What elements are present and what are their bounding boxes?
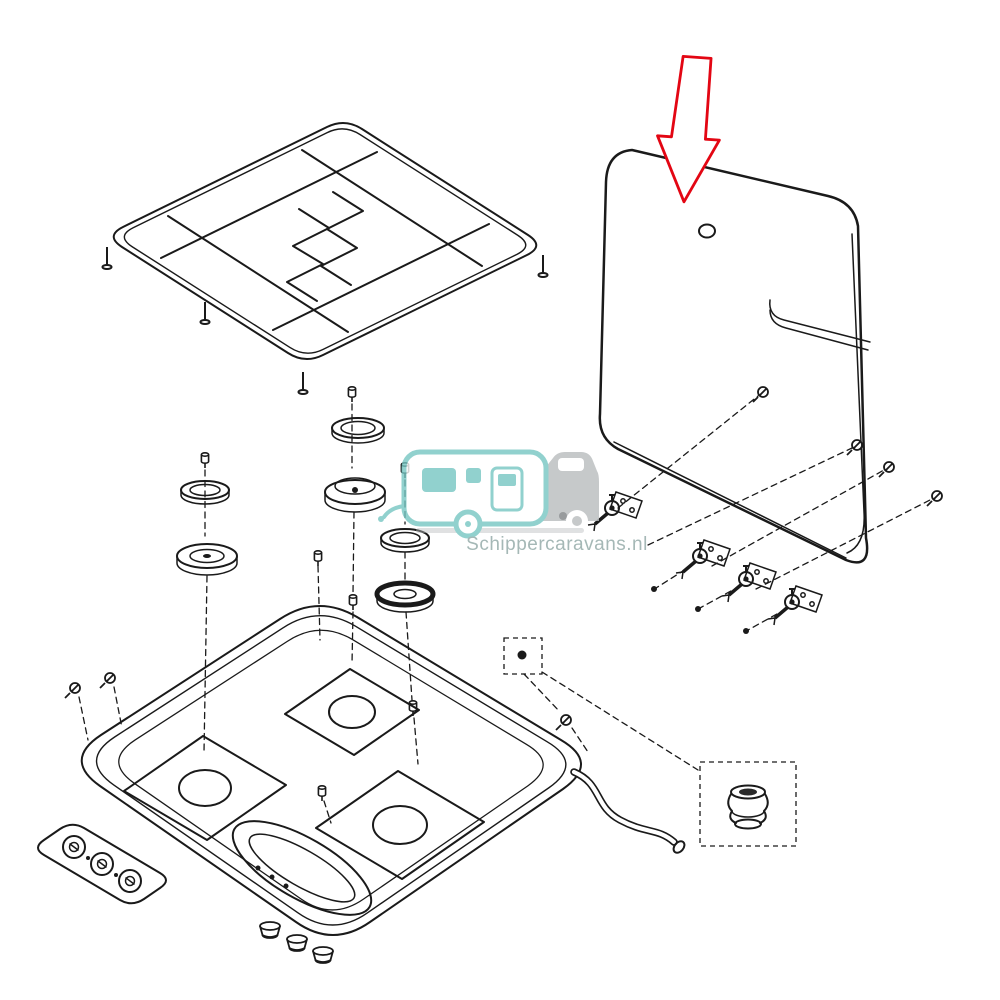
screw — [555, 714, 572, 731]
bolt — [200, 451, 210, 469]
watermark-text: Schippercaravans.nl — [466, 534, 648, 555]
lid-fastener-leaders — [617, 386, 943, 590]
grid-foot — [537, 254, 549, 278]
gas-valve — [674, 538, 732, 581]
gas-valve — [720, 561, 778, 604]
pan-support-grid — [101, 122, 549, 395]
burner-recess-right — [315, 770, 485, 880]
screw — [926, 490, 943, 507]
screw — [752, 386, 769, 403]
oval-recess — [231, 820, 373, 916]
control-knob — [62, 835, 86, 859]
arrow-shape — [656, 55, 721, 204]
red-arrow-indicator — [656, 55, 721, 204]
gas-pipe — [570, 768, 686, 854]
caravan-icon — [378, 449, 549, 539]
control-panel — [37, 823, 167, 905]
gas-valve — [766, 584, 824, 627]
screw-callout — [503, 637, 699, 771]
bolt — [347, 385, 357, 403]
rubber-grommet — [727, 784, 769, 830]
bolt — [313, 549, 323, 567]
grid-foot — [199, 301, 211, 325]
burner-injector-caps — [259, 921, 334, 964]
grid-foot — [297, 371, 309, 395]
bolt — [348, 593, 358, 611]
grommet-callout — [699, 761, 797, 847]
mounting-screw — [64, 682, 81, 699]
control-knob — [118, 869, 142, 893]
grid-foot — [101, 246, 113, 270]
mounting-screw — [99, 672, 116, 689]
watermark: Schippercaravans.nl — [378, 449, 648, 555]
burner-recess-left — [123, 735, 287, 841]
burner-parts — [176, 385, 436, 765]
bolt — [317, 784, 327, 802]
glass-lid — [598, 148, 871, 564]
hob-body — [64, 605, 686, 936]
lid-hole — [698, 223, 716, 239]
screw — [846, 439, 863, 456]
control-knob — [90, 852, 114, 876]
burner-recess-top — [284, 668, 420, 756]
screw — [878, 461, 895, 478]
